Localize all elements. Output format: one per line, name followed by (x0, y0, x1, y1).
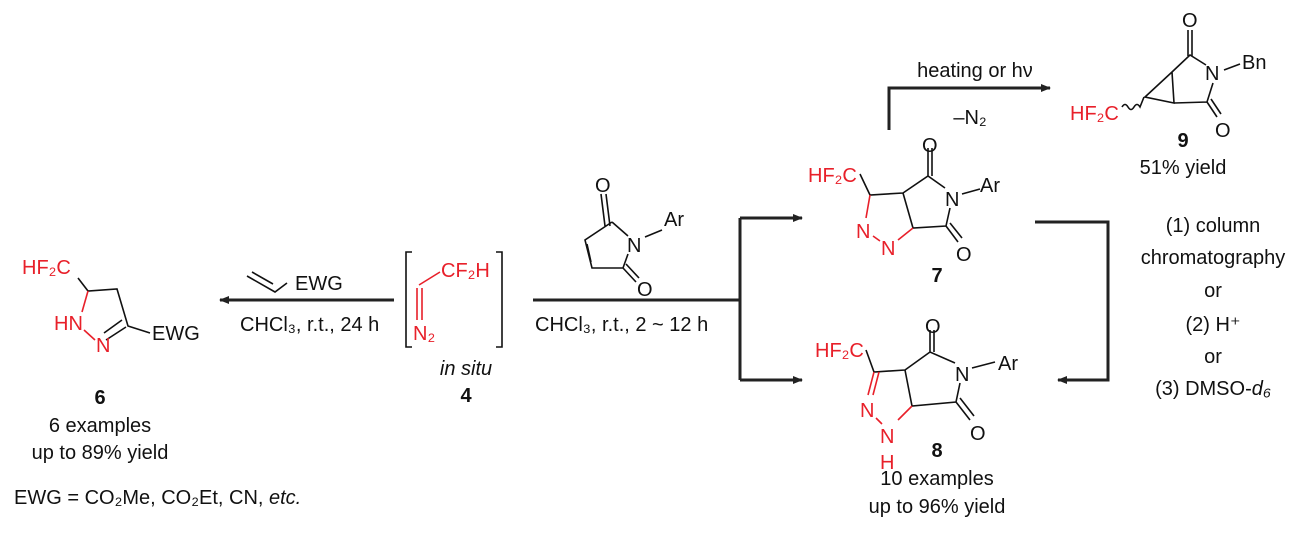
n-label: N (881, 238, 895, 260)
compound-number: 9 (1177, 130, 1188, 152)
n2-label: N₂ (413, 323, 435, 345)
condition-line: chromatography (1141, 247, 1286, 269)
cf2-label: HF₂C (1070, 103, 1119, 125)
oxygen-label: O (970, 423, 986, 445)
yield-text: up to 96% yield (869, 496, 1006, 518)
compound-7: HF₂C N N N Ar O O 7 (808, 135, 1000, 287)
compound-number: 8 (931, 440, 942, 462)
examples-text: 6 examples (49, 415, 151, 437)
compound-number: 4 (460, 385, 472, 407)
yield-text: 51% yield (1140, 157, 1227, 179)
compound-9: HF₂C N Bn O O 9 51% yield (1070, 10, 1266, 179)
condition-line: or (1204, 346, 1222, 368)
left-bracket (405, 251, 412, 348)
right-bracket (496, 251, 503, 348)
condition-line: (3) DMSO-d₆ (1155, 378, 1271, 400)
cf2h-label: CF₂H (441, 260, 490, 282)
nitrogen-label: N (1205, 63, 1219, 85)
compound-6: HF₂C HN N EWG 6 6 examples up to 89% yie… (14, 257, 301, 509)
oxygen-label: O (925, 316, 941, 338)
nitrogen-label: N (955, 364, 969, 386)
n-label: N (860, 400, 874, 422)
cf2-label: HF₂C (808, 165, 857, 187)
n-label: N (856, 221, 870, 243)
conditions-text: CHCl₃, r.t., 24 h (240, 314, 379, 336)
condition-line: or (1204, 280, 1222, 302)
benzyl-label: Bn (1242, 52, 1266, 74)
reaction-arrow (887, 84, 1051, 130)
isomerization-step: (1) column chromatography or (2) H⁺ or (… (1035, 215, 1285, 400)
aryl-label: Ar (664, 209, 684, 231)
nitrogen-label: N (627, 235, 641, 257)
ewg-definition: EWG = CO₂Me, CO₂Et, CN, etc. (14, 487, 301, 509)
ewg-label: EWG (152, 323, 200, 345)
oxygen-label: O (637, 279, 653, 301)
compound-number: 6 (94, 387, 105, 409)
compound-8: HF₂C N N H N Ar O O 8 10 examples up to … (815, 316, 1018, 518)
aryl-label: Ar (998, 353, 1018, 375)
oxygen-label: O (595, 175, 611, 197)
hn-label: HN (54, 313, 83, 335)
cf2-label: HF₂C (815, 340, 864, 362)
aryl-label: Ar (980, 175, 1000, 197)
conditions-text: heating or hν (917, 60, 1033, 82)
reagent-label: EWG (295, 273, 343, 295)
step-left: EWG CHCl₃, r.t., 24 h (219, 271, 394, 336)
examples-text: 10 examples (880, 468, 993, 490)
reaction-arrow (1035, 220, 1110, 384)
condition-line: (1) column (1166, 215, 1260, 237)
oxygen-label: O (922, 135, 938, 157)
oxygen-label: O (1182, 10, 1198, 32)
oxygen-label: O (956, 244, 972, 266)
step-top: heating or hν –N₂ (887, 60, 1051, 130)
n-label: N (96, 335, 110, 357)
compound-number: 7 (931, 265, 942, 287)
nitrogen-label: N (945, 189, 959, 211)
cf2-label: HF₂C (22, 257, 71, 279)
intermediate-4: CF₂H N₂ in situ 4 (405, 251, 503, 407)
yield-text: up to 89% yield (32, 442, 169, 464)
h-label: H (880, 452, 894, 474)
conditions-text: CHCl₃, r.t., 2 ~ 12 h (535, 314, 708, 336)
step-right: O N Ar O CHCl₃, r.t., 2 ~ 12 h (533, 175, 803, 384)
n-label: N (880, 426, 894, 448)
oxygen-label: O (1215, 120, 1231, 142)
condition-line: (2) H⁺ (1186, 314, 1241, 336)
in-situ-note: in situ (440, 358, 492, 380)
loss-text: –N₂ (953, 107, 986, 129)
